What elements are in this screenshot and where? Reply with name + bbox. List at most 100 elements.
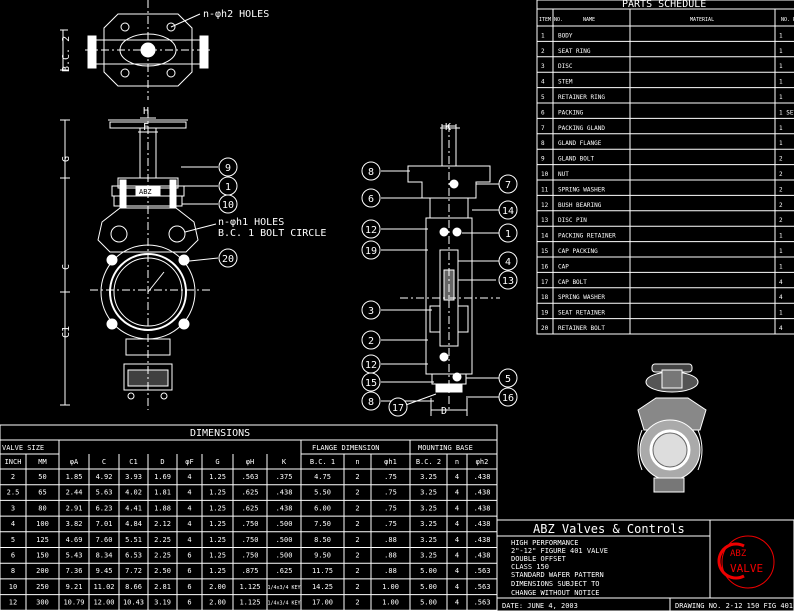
dimensions-cell: 5.50 [314, 489, 331, 497]
parts-header-cell: NO. REQ [781, 17, 794, 23]
dimensions-cell: 1.69 [154, 473, 171, 481]
dimensions-cell: .375 [276, 473, 293, 481]
dimensions-cell: 4 [187, 473, 191, 481]
dimensions-cell: 2.00 [209, 599, 226, 607]
dimensions-cell: 7.72 [125, 567, 142, 575]
dimensions-cell: 2.25 [154, 536, 171, 544]
parts-qty: 2 [779, 217, 783, 224]
mounting-base-header: MOUNTING BASE [418, 444, 473, 452]
dimensions-cell: .563 [474, 583, 491, 591]
dimensions-cell: 4.41 [125, 504, 142, 512]
front-view [60, 110, 210, 410]
parts-item-no: 18 [541, 294, 549, 301]
dimensions-table: DIMENSIONS VALVE SIZE FLANGE DIMENSION M… [0, 424, 498, 611]
title-line-3: DOUBLE OFFSET [511, 555, 567, 563]
title-block [496, 519, 794, 611]
callout-number: 9 [225, 163, 231, 174]
parts-header-cell: MATERIAL [690, 17, 714, 23]
dimensions-cell: 4 [455, 489, 459, 497]
dimensions-cell: 1.25 [209, 520, 226, 528]
parts-item-no: 3 [541, 63, 545, 70]
dimensions-cell: 8 [11, 567, 15, 575]
dim-g: G [61, 156, 72, 162]
dimensions-cell: 5.00 [420, 599, 437, 607]
parts-item-no: 14 [541, 233, 549, 240]
dimensions-cell: 300 [36, 599, 49, 607]
dimensions-cell: 2 [11, 473, 15, 481]
dimensions-cell: .875 [242, 567, 259, 575]
side-view [400, 124, 500, 416]
callout-number: 16 [502, 393, 514, 404]
parts-item-no: 1 [541, 32, 545, 39]
parts-name: CAP [558, 263, 569, 270]
dimensions-header-cell: B.C. 2 [416, 458, 441, 466]
dimensions-cell: 5.63 [96, 489, 113, 497]
drawing-date: DATE: JUNE 4, 2003 [502, 602, 578, 610]
dimensions-cell: 1.25 [209, 489, 226, 497]
dimensions-cell: 1.00 [382, 599, 399, 607]
dimensions-cell: .750 [242, 552, 259, 560]
dimensions-cell: 2.12 [154, 520, 171, 528]
title-line-6: DIMENSIONS SUBJECT TO [511, 580, 600, 588]
dimensions-cell: 10.79 [63, 599, 84, 607]
callout-number: 7 [505, 180, 511, 191]
front-logo: ABZ [139, 188, 152, 196]
dimensions-cell: 1.25 [209, 552, 226, 560]
parts-item-no: 11 [541, 186, 549, 193]
callout-circle [498, 368, 518, 388]
dimensions-cell: 6 [11, 552, 15, 560]
parts-name: PACKING RETAINER [558, 233, 616, 240]
parts-qty: 1 [779, 48, 783, 55]
parts-item-no: 7 [541, 125, 545, 132]
dimensions-cell: .563 [474, 599, 491, 607]
logo-bottom: VALVE [730, 562, 763, 575]
dimensions-cell: .750 [242, 536, 259, 544]
dimensions-header-cell: C1 [129, 458, 137, 466]
dimensions-cell: 3.93 [125, 473, 142, 481]
parts-name: DISC PIN [558, 217, 587, 224]
parts-qty: 1 [779, 233, 783, 240]
dimensions-cell: 9.50 [314, 552, 331, 560]
dim-c: C [61, 264, 72, 270]
parts-name: SEAT RING [558, 48, 591, 55]
dimensions-cell: 5.43 [66, 552, 83, 560]
dimensions-cell: 200 [36, 567, 49, 575]
dimensions-cell: .500 [276, 552, 293, 560]
parts-name: STEM [558, 79, 573, 86]
callout-number: 8 [368, 397, 374, 408]
dimensions-cell: 8.66 [125, 583, 142, 591]
parts-name: RETAINER RING [558, 94, 605, 101]
dimensions-cell: .625 [276, 567, 293, 575]
title-line-1: HIGH PERFORMANCE [511, 539, 578, 547]
callout-circle [218, 194, 238, 214]
parts-qty: 4 [779, 279, 783, 286]
callout-number: 2 [368, 336, 374, 347]
parts-qty: 1 [779, 63, 783, 70]
dimensions-cell: 6 [187, 599, 191, 607]
front-holes-label: n-φh1 HOLES [218, 217, 284, 228]
logo-top: ABZ [730, 549, 747, 559]
dimensions-cell: 5.00 [420, 567, 437, 575]
dimensions-cell: .750 [242, 520, 259, 528]
dimensions-cell: 4 [455, 536, 459, 544]
dimensions-cell: 150 [36, 552, 49, 560]
dimensions-cell: 4.69 [66, 536, 83, 544]
dimensions-cell: 14.25 [312, 583, 333, 591]
callout-number: 3 [368, 306, 374, 317]
dimensions-cell: 3.25 [420, 536, 437, 544]
dimensions-cell: 2.00 [209, 583, 226, 591]
parts-item-no: 8 [541, 140, 545, 147]
callout-number: 4 [505, 257, 511, 268]
parts-name: DISC [558, 63, 573, 70]
parts-name: SPRING WASHER [558, 294, 605, 301]
dimensions-cell: 12.00 [93, 599, 114, 607]
dimensions-cell: 7.60 [96, 536, 113, 544]
dimensions-cell: 5.00 [420, 583, 437, 591]
drawing-number: DRAWING NO. 2-12 150 FIG 401 [675, 602, 793, 610]
dimensions-cell: .75 [384, 489, 397, 497]
parts-item-no: 16 [541, 263, 549, 270]
dimensions-cell: .500 [276, 520, 293, 528]
parts-name: SEAT RETAINER [558, 310, 605, 317]
dimensions-header-cell: n [355, 458, 359, 466]
